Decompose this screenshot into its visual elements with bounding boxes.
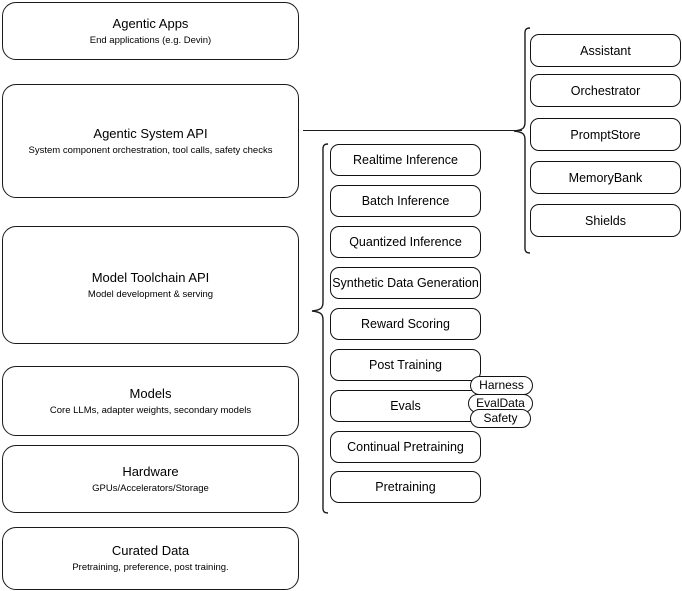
capability-label: Realtime Inference <box>353 153 458 167</box>
layer-subtitle: GPUs/Accelerators/Storage <box>92 482 209 494</box>
layer-title: Curated Data <box>111 543 190 558</box>
capability-label: Continual Pretraining <box>347 440 464 454</box>
component-label: PromptStore <box>570 127 641 142</box>
layer-card-agentic-system-api[interactable]: Agentic System API System component orch… <box>2 84 299 198</box>
capability-chip-post-training[interactable]: Post Training <box>330 349 481 381</box>
capability-chip-quantized-inference[interactable]: Quantized Inference <box>330 226 481 258</box>
capability-chip-realtime-inference[interactable]: Realtime Inference <box>330 144 481 176</box>
layer-subtitle: End applications (e.g. Devin) <box>89 34 212 46</box>
layer-card-curated-data[interactable]: Curated Data Pretraining, preference, po… <box>2 527 299 590</box>
capability-chip-reward-scoring[interactable]: Reward Scoring <box>330 308 481 340</box>
layer-subtitle: System component orchestration, tool cal… <box>28 144 273 156</box>
brace-agentic-system-components <box>513 27 531 254</box>
capability-label: Pretraining <box>375 480 436 494</box>
component-chip-assistant[interactable]: Assistant <box>530 34 681 67</box>
capability-chip-batch-inference[interactable]: Batch Inference <box>330 185 481 217</box>
capability-label: Batch Inference <box>361 194 450 208</box>
capability-label: Evals <box>390 399 421 413</box>
component-label: Assistant <box>580 43 631 58</box>
component-chip-memorybank[interactable]: MemoryBank <box>530 161 681 194</box>
layer-title: Hardware <box>122 463 179 479</box>
evals-subitem-evaldata[interactable]: EvalData <box>468 394 533 413</box>
layer-subtitle: Model development & serving <box>87 288 214 300</box>
evals-subitem-harness[interactable]: Harness <box>470 376 533 395</box>
capability-chip-evals[interactable]: Evals <box>330 390 481 422</box>
layer-card-agentic-apps[interactable]: Agentic Apps End applications (e.g. Devi… <box>2 2 299 60</box>
capability-label: Synthetic Data Generation <box>332 276 479 290</box>
component-label: Shields <box>585 213 626 228</box>
layer-title: Models <box>129 385 172 401</box>
layer-subtitle: Pretraining, preference, post training. <box>72 562 229 573</box>
brace-model-toolchain-capabilities <box>311 143 329 514</box>
capability-label: Reward Scoring <box>361 317 450 331</box>
layer-card-models[interactable]: Models Core LLMs, adapter weights, secon… <box>2 366 299 436</box>
capability-chip-synthetic-data-generation[interactable]: Synthetic Data Generation <box>330 267 481 299</box>
component-chip-orchestrator[interactable]: Orchestrator <box>530 74 681 107</box>
connector-agentic-system-api-to-components <box>303 130 522 131</box>
capability-label: Quantized Inference <box>349 235 462 249</box>
layer-title: Agentic Apps <box>112 15 189 31</box>
layer-subtitle: Core LLMs, adapter weights, secondary mo… <box>49 404 252 416</box>
capability-chip-pretraining[interactable]: Pretraining <box>330 471 481 503</box>
capability-label: Post Training <box>369 358 442 372</box>
component-label: Orchestrator <box>570 83 641 98</box>
component-chip-promptstore[interactable]: PromptStore <box>530 118 681 151</box>
component-label: MemoryBank <box>568 170 643 185</box>
layer-card-model-toolchain-api[interactable]: Model Toolchain API Model development & … <box>2 226 299 344</box>
layer-card-hardware[interactable]: Hardware GPUs/Accelerators/Storage <box>2 445 299 513</box>
layer-title: Model Toolchain API <box>91 269 210 285</box>
component-chip-shields[interactable]: Shields <box>530 204 681 237</box>
layer-title: Agentic System API <box>93 125 208 141</box>
evals-subitem-safety[interactable]: Safety <box>470 409 531 428</box>
capability-chip-continual-pretraining[interactable]: Continual Pretraining <box>330 431 481 463</box>
